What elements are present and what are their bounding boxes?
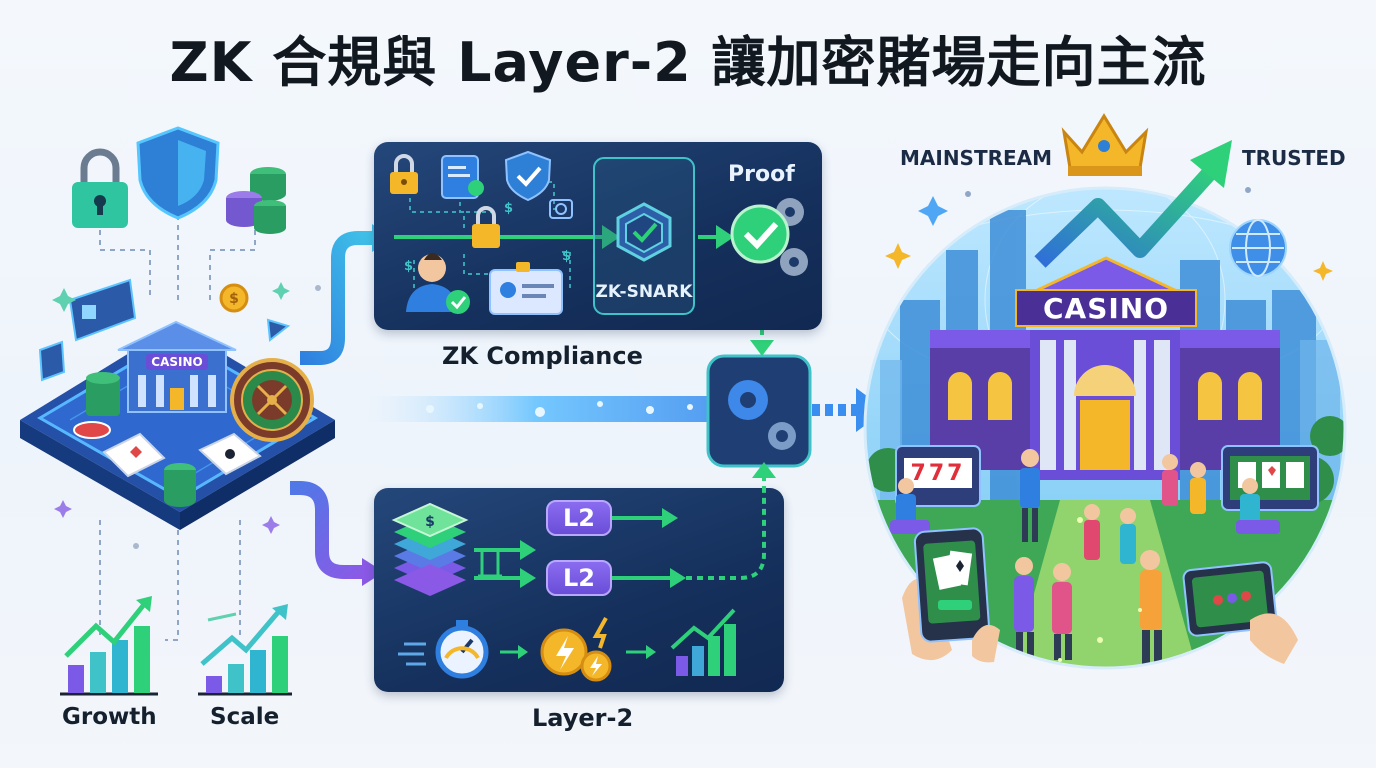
flow-connectors: [290, 224, 886, 586]
chip-stack-icon: [73, 372, 196, 507]
playing-card-icon: [102, 432, 262, 478]
card-table-screen: [1221, 445, 1319, 511]
lock-icon: [472, 206, 500, 248]
casino-building-large: [930, 256, 1280, 480]
mainstream-label: MAINSTREAM: [900, 146, 1053, 170]
lock-icon: [390, 154, 418, 194]
svg-text:$: $: [404, 259, 413, 274]
casino-building-small: [117, 320, 237, 413]
casino-sign-large: CASINO: [1042, 291, 1170, 325]
l2-chip-top: L2: [546, 500, 612, 536]
layer2-caption: Layer-2: [532, 704, 634, 732]
svg-text:$: $: [229, 291, 239, 307]
id-card-icon: [489, 262, 563, 315]
zk-compliance-caption: ZK Compliance: [442, 342, 643, 370]
layer2-illustration: $: [391, 488, 766, 682]
lock-icon: [72, 148, 128, 228]
trusted-label: TRUSTED: [1242, 146, 1346, 170]
document-icon: [441, 155, 484, 199]
camera-icon: [549, 199, 573, 219]
phone-in-hand-icon: [902, 527, 1000, 663]
slot-reels: 777: [910, 460, 966, 486]
growth-chart-icon: [60, 596, 158, 696]
shield-check-icon: [504, 150, 552, 202]
casino-sign-small: CASINO: [151, 355, 203, 369]
layer-stack-icon: $: [391, 502, 469, 596]
svg-text:$: $: [425, 514, 435, 530]
growth-label: Growth: [62, 704, 157, 730]
slot-machine-icon: [895, 445, 981, 507]
casino-platform-illustration: $: [20, 126, 335, 696]
stopwatch-icon: [398, 620, 489, 679]
globe-icon: [1229, 219, 1287, 277]
zk-module-icon: [616, 202, 672, 262]
shield-icon: [136, 126, 220, 220]
bar-chart-icon: [670, 608, 736, 676]
crowd-people: [890, 449, 1280, 666]
roulette-wheel-icon: [230, 358, 314, 442]
page-title: ZK 合規與 Layer-2 讓加密賭場走向主流: [169, 31, 1207, 94]
mainstream-casino-illustration: [863, 113, 1347, 670]
coin-stack-icon: [226, 167, 286, 234]
scale-label: Scale: [210, 704, 280, 730]
zk-snark-label: ZK-SNARK: [595, 282, 693, 302]
svg-text:$: $: [562, 249, 571, 264]
crown-icon: [1061, 113, 1149, 176]
proof-label: Proof: [728, 162, 795, 187]
proof-check-icon: [730, 204, 790, 264]
l2-chip-bottom: L2: [546, 560, 612, 596]
gold-coin-icon: $: [219, 283, 249, 313]
scale-chart-icon: [198, 604, 292, 696]
floating-screen: [38, 278, 291, 382]
trend-arrow-icon: [1034, 140, 1232, 268]
zk-compliance-illustration: $ $ $: [390, 150, 808, 315]
tablet-in-hand-icon: [1182, 561, 1298, 664]
user-avatar-icon: [406, 253, 470, 314]
svg-text:$: $: [504, 201, 513, 216]
lightning-coin-icon: [540, 617, 612, 682]
